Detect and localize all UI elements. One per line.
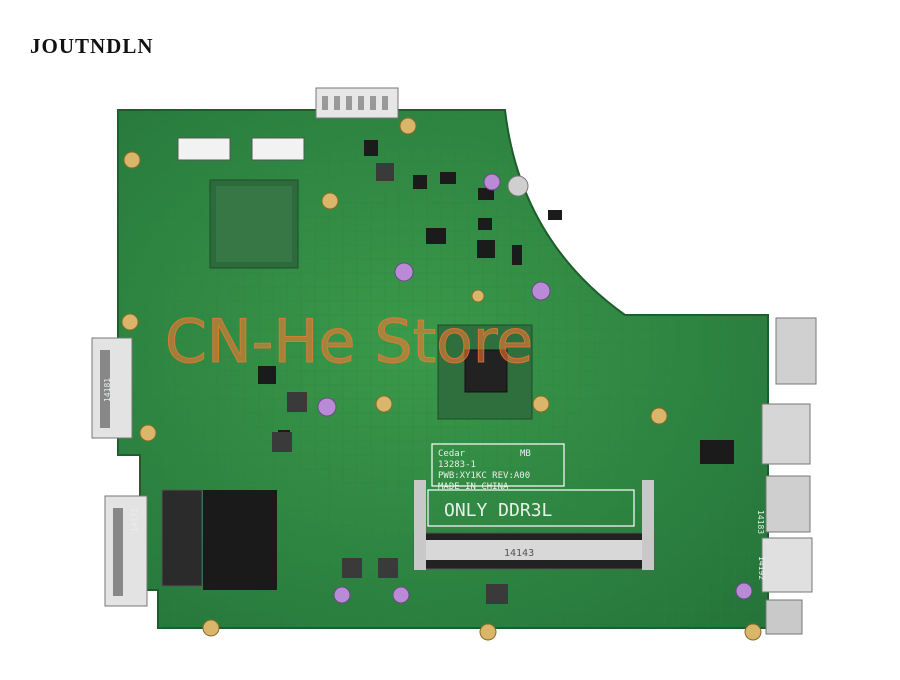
- silk-cedar: Cedar: [438, 449, 466, 459]
- minicard-slot: [161, 489, 203, 587]
- inductors: [272, 163, 508, 604]
- ethernet-port: [761, 403, 811, 465]
- silk-port-code-1: 14183: [756, 510, 765, 534]
- silk-side-code-2: 14171: [130, 508, 139, 532]
- usb-port-3: [761, 537, 813, 593]
- mounting-holes: [121, 117, 762, 641]
- silkscreen-label-box: [431, 443, 565, 487]
- cpu-die: [464, 349, 508, 393]
- memory-label-box: [427, 489, 635, 527]
- brand-logo-text: JOUTNDLN: [30, 34, 154, 58]
- ribbon-connector-1: [177, 137, 231, 161]
- silk-slot-code: 14143: [504, 548, 534, 559]
- usb-port-2: [765, 475, 811, 533]
- usb-port-1: [775, 317, 817, 385]
- silk-made-in: MADE IN CHINA: [438, 482, 509, 492]
- silk-board-id: 13283-1: [438, 460, 476, 470]
- sata-connector-2: [104, 495, 148, 607]
- store-watermark: CN-He Store: [165, 307, 533, 377]
- silk-memory-type: ONLY DDR3L: [444, 500, 553, 521]
- ribbon-connector-2: [251, 137, 305, 161]
- audio-jack: [765, 599, 803, 635]
- silk-mb: MB: [520, 449, 531, 459]
- capacitors: [317, 173, 753, 604]
- silk-side-code-1: 14181: [103, 378, 112, 402]
- capacitor-silver: [507, 175, 529, 197]
- silk-port-code-2: 14192: [757, 556, 766, 580]
- silk-pwb: PWB:XY1KC REV:A00: [438, 471, 530, 481]
- sata-connector-1: [91, 337, 133, 439]
